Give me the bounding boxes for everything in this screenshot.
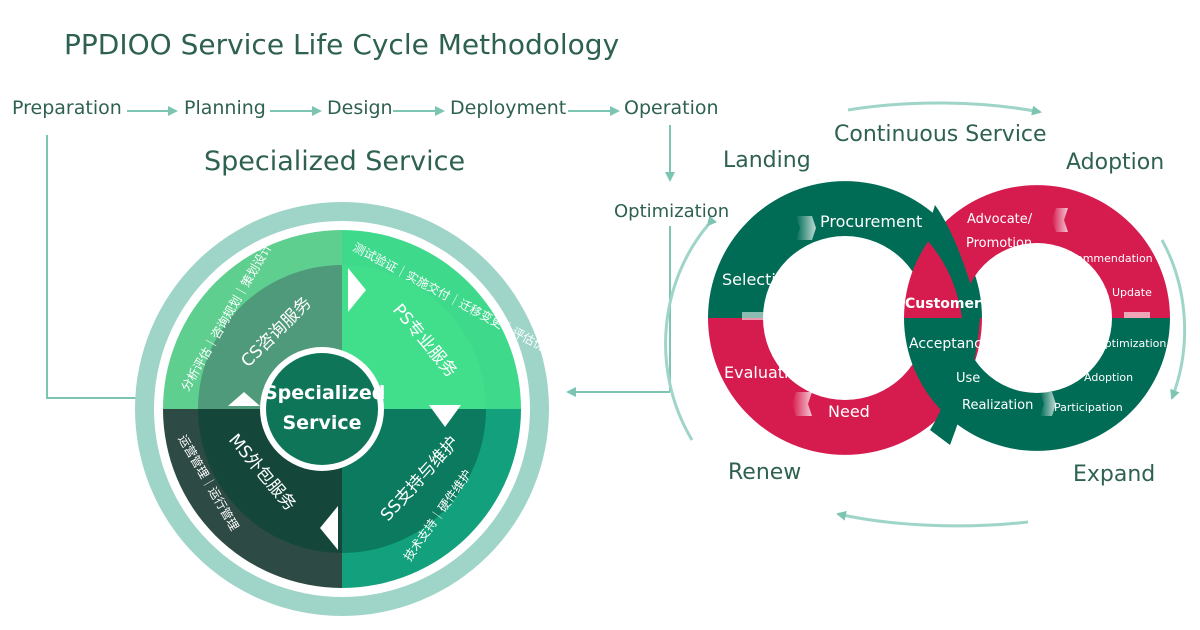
phase-planning: Planning [184, 97, 266, 119]
page-title: PPDIOO Service Life Cycle Methodology [64, 28, 620, 61]
chevron-advocate [1052, 208, 1068, 232]
inner-ps [342, 265, 486, 409]
left-ring-bottom [708, 318, 982, 455]
label-renew: Renew [728, 460, 802, 485]
service-wheel: 分析评估｜咨询规划｜策划设计 测试验证｜实施交付｜迁移变更｜评估优化 技术支持｜… [135, 202, 559, 616]
item-participation: Participation [1054, 401, 1123, 414]
phase-deployment: Deployment [450, 97, 567, 119]
item-acceptance: Acceptance [909, 336, 991, 352]
item-need: Need [828, 402, 870, 421]
chevron-evaluation [792, 392, 812, 416]
pointer-right [429, 405, 461, 427]
pointer-top [348, 268, 366, 312]
crossover-bottom [930, 318, 980, 445]
chevron-procurement [796, 216, 816, 240]
item-customer: Customer [905, 296, 981, 312]
feedback-line [46, 135, 162, 399]
item-selection: Selection [722, 270, 796, 289]
chevron-realization [1040, 392, 1056, 416]
phase-operation: Operation [624, 97, 719, 119]
center-line-2: Service [282, 412, 362, 434]
item-realization: Realization [962, 398, 1034, 413]
label-expand: Expand [1073, 462, 1156, 487]
pointer-left [228, 392, 260, 406]
item-update: Update [1112, 286, 1152, 299]
infinity-cycle [664, 101, 1187, 528]
item-optimization: Optimization [1096, 337, 1167, 350]
arc-top [847, 101, 1042, 116]
item-procurement: Procurement [820, 212, 923, 231]
item-evaluation: Evaluation [724, 363, 809, 382]
arc-bottom [836, 510, 1029, 528]
item-recommendation: Recommendation [1056, 252, 1153, 265]
item-promotion: Promotion [966, 236, 1033, 251]
chevron-update [1124, 312, 1150, 318]
left-ring-top [708, 181, 982, 318]
phase-optimization: Optimization [614, 201, 730, 222]
item-adoption: Adoption [1084, 371, 1134, 384]
center-circle [266, 353, 378, 465]
label-continuous-service: Continuous Service [834, 122, 1047, 147]
phase-preparation: Preparation [12, 97, 122, 119]
wheel-center-label: Specialized Service [264, 378, 386, 438]
right-ring-bottom [904, 318, 1170, 451]
right-ring-top [904, 185, 1170, 318]
item-advocate: Advocate/ [967, 212, 1033, 227]
item-use: Use [956, 371, 981, 386]
crossover-top [925, 205, 980, 318]
inner-ss [342, 409, 486, 553]
label-adoption: Adoption [1066, 150, 1165, 175]
specialized-heading: Specialized Service [204, 146, 466, 177]
phase-design: Design [327, 97, 393, 119]
label-landing: Landing [723, 148, 811, 173]
pointer-bottom [320, 506, 338, 550]
chevron-selection [742, 312, 768, 320]
arc-right [1160, 239, 1187, 400]
arc-left [664, 215, 717, 441]
center-line-1: Specialized [264, 382, 386, 404]
